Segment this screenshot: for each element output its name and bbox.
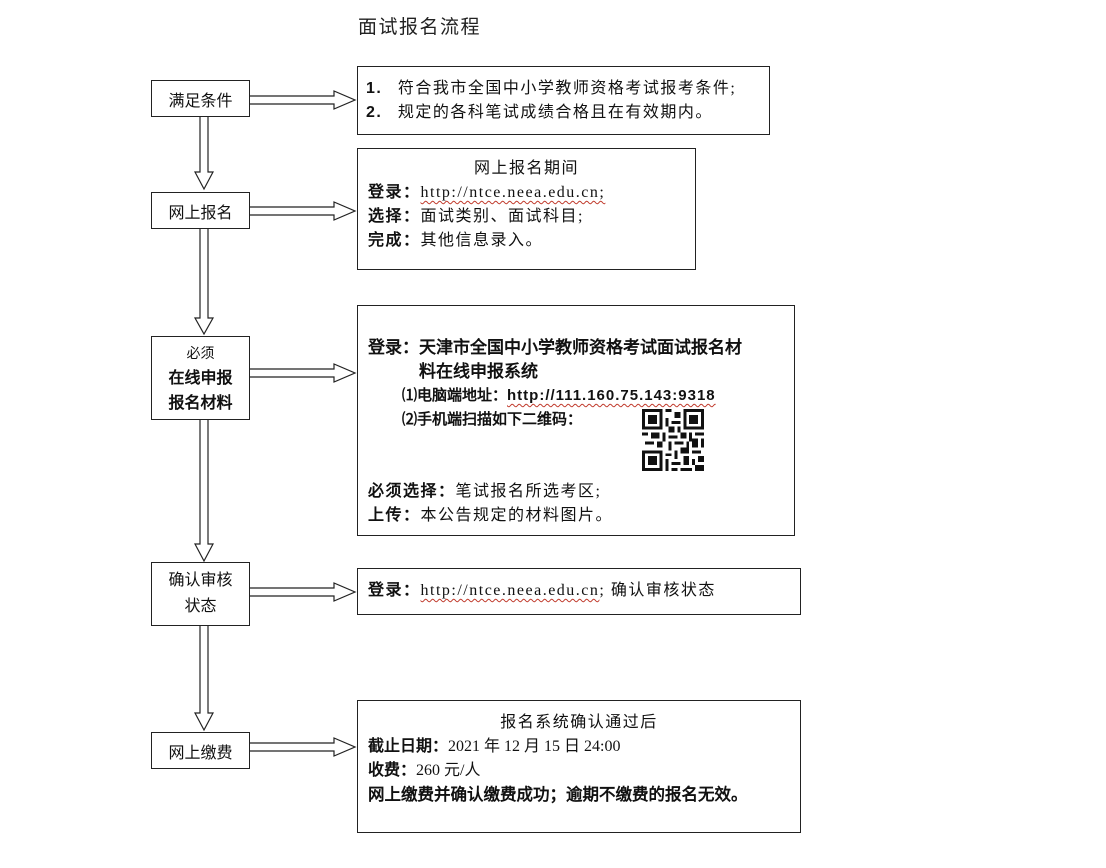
ntce-link[interactable]: http://ntce.neea.edu.cn — [420, 582, 600, 599]
arrow-down-1 — [194, 115, 214, 191]
system-login-line: 登录：天津市全国中小学教师资格考试面试报名材 — [368, 338, 742, 357]
qr-code-icon — [642, 409, 704, 471]
payment-heading: 报名系统确认通过后 — [500, 714, 658, 731]
must-select-line: 必须选择：笔试报名所选考区; — [368, 483, 602, 500]
step-confirm-status-line2: 状态 — [184, 598, 217, 615]
fee-line: 收费：260 元/人 — [368, 762, 481, 779]
deadline-line: 截止日期：2021 年 12 月 15 日 24:00 — [368, 738, 621, 755]
arrow-right-3 — [248, 363, 357, 383]
arrow-down-3 — [194, 418, 214, 563]
registration-complete-line: 完成：其他信息录入。 — [368, 232, 544, 249]
page-title: 面试报名流程 — [358, 17, 482, 38]
step-confirm-status: 确认审核 状态 — [151, 562, 250, 626]
step-submit-materials-line2: 报名材料 — [168, 394, 233, 412]
arrow-right-1 — [248, 90, 357, 110]
upload-line: 上传：本公告规定的材料图片。 — [368, 507, 614, 524]
arrow-down-4 — [194, 624, 214, 732]
step-submit-materials-small: 必须 — [186, 344, 215, 361]
step-submit-materials: 必须 在线申报 报名材料 — [151, 336, 250, 420]
pc-address-line: ⑴电脑端地址：http://111.160.75.143:9318 — [402, 387, 716, 404]
registration-select-line: 选择：面试类别、面试科目; — [368, 208, 584, 225]
step-online-payment: 网上缴费 — [151, 732, 250, 769]
mobile-scan-line: ⑵手机端扫描如下二维码： — [402, 411, 583, 428]
registration-heading: 网上报名期间 — [473, 160, 579, 177]
system-login-line-2: 料在线申报系统 — [419, 362, 538, 381]
registration-login-line: 登录：http://ntce.neea.edu.cn; — [368, 184, 606, 201]
step-online-registration-label: 网上报名 — [168, 204, 233, 222]
step-online-payment-label: 网上缴费 — [168, 744, 233, 762]
arrow-right-4 — [248, 582, 357, 602]
payment-note: 网上缴费并确认缴费成功；逾期不缴费的报名无效。 — [368, 786, 748, 804]
online-registration-box: 网上报名期间 登录：http://ntce.neea.edu.cn; 选择：面试… — [357, 148, 696, 270]
materials-submission-box: 登录：天津市全国中小学教师资格考试面试报名材 料在线申报系统 ⑴电脑端地址：ht… — [357, 305, 795, 536]
condition-item: 2. 规定的各科笔试成绩合格且在有效期内。 — [366, 104, 713, 121]
ntce-link[interactable]: http://ntce.neea.edu.cn; — [420, 184, 606, 201]
arrow-down-2 — [193, 227, 215, 336]
pc-address-link[interactable]: http://111.160.75.143:9318 — [507, 387, 716, 404]
step-eligibility-label: 满足条件 — [168, 92, 233, 110]
step-confirm-status-line1: 确认审核 — [168, 572, 233, 589]
arrow-right-2 — [248, 201, 357, 221]
payment-box: 报名系统确认通过后 截止日期：2021 年 12 月 15 日 24:00 收费… — [357, 700, 801, 833]
step-online-registration: 网上报名 — [151, 192, 250, 229]
arrow-right-5 — [248, 737, 357, 757]
condition-item: 1. 符合我市全国中小学教师资格考试报考条件; — [366, 80, 737, 97]
confirm-status-box: 登录：http://ntce.neea.edu.cn; 确认审核状态 — [357, 568, 801, 615]
eligibility-conditions-box: 1. 符合我市全国中小学教师资格考试报考条件; 2. 规定的各科笔试成绩合格且在… — [357, 66, 770, 135]
step-submit-materials-line1: 在线申报 — [168, 369, 233, 387]
step-eligibility: 满足条件 — [151, 80, 250, 117]
